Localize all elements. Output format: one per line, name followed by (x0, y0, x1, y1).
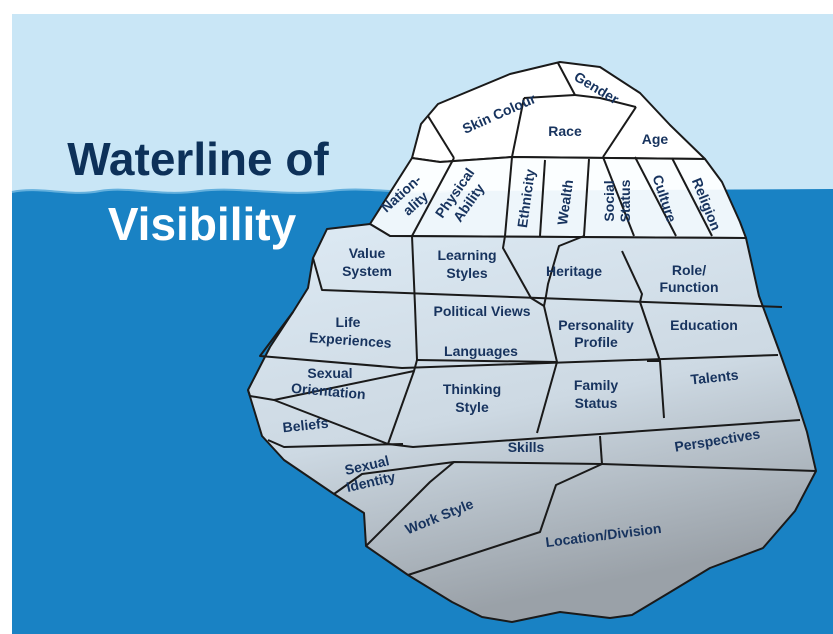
label-role-1: Role/ (672, 262, 706, 278)
label-personality-profile-1: Personality (558, 317, 634, 333)
label-sexual-orientation-2: Orientation (291, 380, 367, 402)
heading-line-2: Visibility (108, 198, 297, 250)
label-heritage: Heritage (546, 263, 602, 279)
iceberg-tip (411, 61, 706, 163)
label-age: Age (642, 131, 669, 147)
label-sexual-orientation-1: Sexual (307, 365, 352, 381)
label-thinking-style-1: Thinking (443, 381, 501, 397)
label-social-1: Social (601, 180, 617, 221)
label-talents: Talents (690, 367, 740, 388)
label-beliefs: Beliefs (282, 415, 330, 436)
label-life-experiences-1: Life (336, 314, 361, 330)
label-race: Race (548, 123, 582, 139)
label-learning-styles-2: Styles (446, 265, 487, 281)
heading-line-1: Waterline of (67, 133, 329, 185)
label-skills: Skills (508, 439, 545, 455)
label-education: Education (670, 317, 738, 333)
label-thinking-style-2: Style (455, 399, 489, 415)
iceberg-body (247, 223, 817, 623)
label-value-system-2: System (342, 263, 392, 279)
label-personality-profile-2: Profile (574, 334, 618, 350)
label-family-status-2: Status (575, 395, 618, 411)
label-social-2: Status (617, 179, 633, 222)
label-value-system-1: Value (349, 245, 386, 261)
iceberg-band (369, 156, 747, 239)
label-learning-styles-1: Learning (437, 247, 496, 263)
label-political-views: Political Views (433, 303, 530, 319)
label-wealth: Wealth (554, 179, 576, 226)
waterline-highlight (11, 188, 451, 194)
label-life-experiences-2: Experiences (309, 329, 393, 351)
label-family-status-1: Family (574, 377, 619, 393)
label-languages: Languages (444, 343, 518, 359)
label-role-2: Function (659, 279, 718, 295)
